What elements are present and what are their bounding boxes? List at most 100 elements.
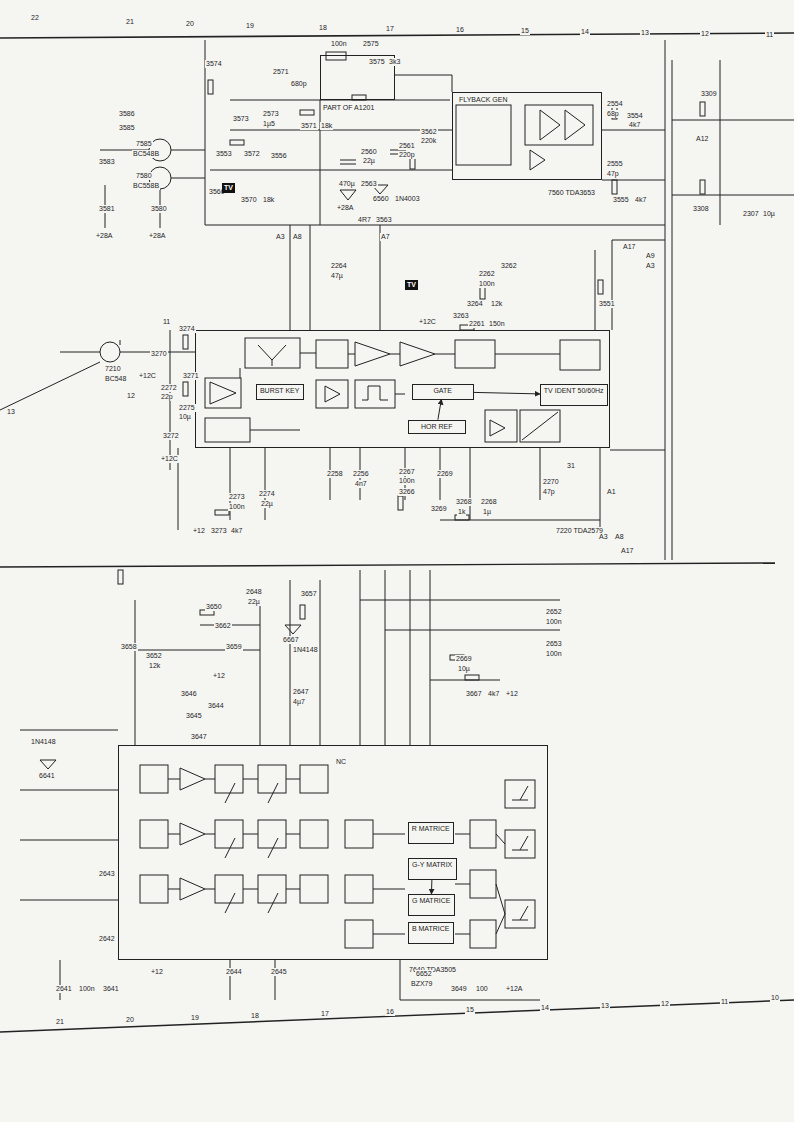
component-label: 4R7 [357,216,372,224]
ic-designation: 7220 TDA2579 [556,527,603,535]
component-label: 11 [162,318,171,326]
component-label: 13 [6,408,16,416]
component-label: 2261 [468,320,486,328]
component-label: 3647 [190,733,208,741]
function-block: G-Y MATRIX [408,858,457,880]
ic-outline: 7220 TDA2579TV IDENT 50/60HzGATEBURST KE… [195,330,610,448]
component-label: 68p [606,110,620,118]
component-label: 6667 [282,636,300,644]
component-label: A9 [645,252,656,260]
component-label: 2555 [606,160,624,168]
block-label: G-Y MATRIX [412,861,453,869]
component-label: 3553 [215,150,233,158]
component-label: A1 [606,488,617,496]
block-label: GATE [416,387,470,395]
block-label: G MATRICE [412,897,451,905]
component-label: 3667 [465,690,483,698]
component-label: 19 [190,1014,200,1022]
component-label: 3263 [452,312,470,320]
component-label: A3 [645,262,656,270]
component-label: 2644 [225,968,243,976]
component-label: +28A [148,232,167,240]
component-label: 3575 [368,58,386,66]
component-label: 2648 [245,588,263,596]
component-label: +12C [160,455,179,463]
component-label: 100n [330,40,348,48]
component-label: 3272 [162,432,180,440]
component-label: 3274 [178,325,196,333]
component-label: BZX79 [410,980,433,988]
component-label: 220k [420,137,437,145]
component-label: 3562 [420,128,438,136]
component-label: 2258 [326,470,344,478]
component-label: 13 [640,29,650,37]
component-label: 100n [398,477,416,485]
component-label: 2275 [178,404,196,412]
component-label: 2563 [360,180,378,188]
component-label: 15 [465,1006,475,1014]
component-label: 3650 [205,603,223,611]
component-label: 3271 [182,372,200,380]
component-label: 3658 [120,643,138,651]
component-label: 150n [488,320,506,328]
component-label: 22p [160,393,174,401]
component-label: 3574 [205,60,223,68]
component-label: 3262 [500,262,518,270]
component-label: 12k [148,662,161,670]
component-label: 3570 [240,196,258,204]
component-label: BC548B [132,150,160,158]
component-label: 2653 [545,640,563,648]
component-label: 1µ [482,508,492,516]
component-label: 3572 [243,150,261,158]
component-label: 2273 [228,493,246,501]
block-label: BURST KEY [260,387,300,395]
component-label: 2571 [272,68,290,76]
function-block: TV IDENT 50/60Hz [540,384,608,406]
component-label: A17 [622,243,636,251]
component-label: 100n [78,985,96,993]
ic-designation: PART OF A1201 [323,104,374,112]
component-label: 3645 [185,712,203,720]
component-label: 22 [30,14,40,22]
component-label: 100n [545,618,563,626]
component-label: 220p [398,151,416,159]
component-label: 2645 [270,968,288,976]
component-label: 3556 [270,152,288,160]
component-label: +12 [150,968,164,976]
function-block: R MATRICE [408,822,454,844]
component-label: 12 [660,1000,670,1008]
component-label: 3657 [300,590,318,598]
component-label: 3308 [692,205,710,213]
component-label: 12 [700,30,710,38]
ic-outline: FLYBACK GEN7560 TDA3653 [452,92,602,180]
component-label: 17 [320,1010,330,1018]
component-label: 2573 [262,110,280,118]
component-label: 2274 [258,490,276,498]
block-label: R MATRICE [412,825,450,833]
component-label: 2264 [330,262,348,270]
component-label: 11 [765,31,774,39]
component-label: 11 [720,998,729,1006]
component-label: +12 [212,672,226,680]
component-label: 16 [455,26,465,34]
component-label: 21 [55,1018,65,1026]
component-label: 4n7 [354,480,368,488]
function-block: HOR REF [408,420,466,434]
component-label: A7 [380,233,391,241]
signal-connector [438,400,441,420]
symbol-badge: TV [405,280,418,290]
component-label: 1k [457,508,466,516]
component-label: 47p [606,170,620,178]
component-label: 3646 [180,690,198,698]
component-label: 3269 [430,505,448,513]
component-label: 14 [580,28,590,36]
component-label: 2256 [352,470,370,478]
component-label: 3264 [466,300,484,308]
component-label: 100n [478,280,496,288]
component-label: 31 [566,462,576,470]
component-label: A8 [292,233,303,241]
component-label: 3270 [150,350,168,358]
component-label: 100n [228,503,246,511]
component-label: 3662 [214,622,232,630]
